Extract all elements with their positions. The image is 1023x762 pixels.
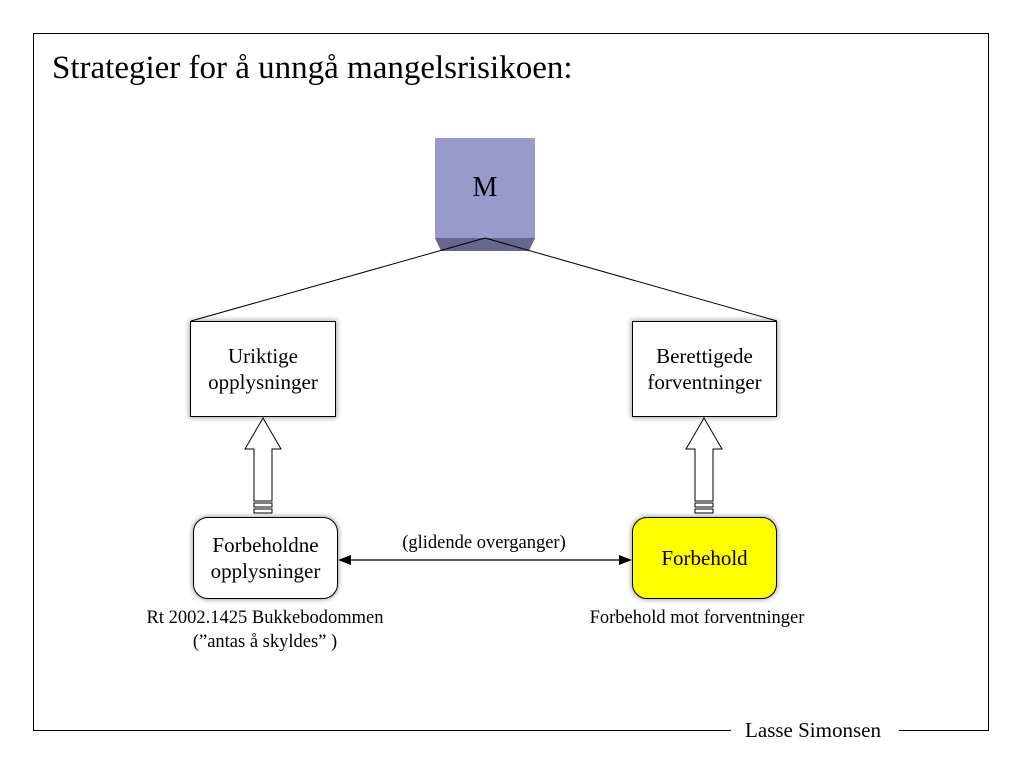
node-label: Forbehold: [661, 546, 748, 570]
hollow-arrow-left-body: [244, 417, 282, 502]
slide-frame: [33, 33, 989, 731]
node-label-line: opplysninger: [208, 370, 318, 394]
node-label-line: Berettigede: [656, 344, 753, 368]
connector-arrowhead-left: [338, 555, 351, 565]
link-m-to-berettigede: [484, 237, 778, 322]
caption-right: Forbehold mot forventninger: [589, 608, 805, 628]
node-label-line: Uriktige: [228, 344, 298, 368]
hollow-arrow-left: [244, 417, 282, 514]
caption-left-line: Rt 2002.1425 Bukkebodommen: [146, 608, 384, 628]
node-label-line: Forbeholdne: [212, 533, 319, 557]
uriktige-opplysninger-node: Uriktige opplysninger: [190, 321, 336, 417]
m-node-bevel: [435, 238, 535, 251]
hollow-arrow-right-stripe: [694, 508, 714, 514]
hollow-arrow-right: [685, 417, 723, 514]
hollow-arrow-left-stripe: [253, 502, 273, 508]
caption-left-line: (”antas å skyldes” ): [192, 632, 338, 652]
hollow-arrow-left-stripe: [253, 508, 273, 514]
slide-title: Strategier for å unngå mangelsrisikoen:: [52, 50, 573, 86]
hollow-arrow-right-stripe: [694, 502, 714, 508]
footer-author: Lasse Simonsen: [745, 718, 881, 742]
m-node-label: M: [472, 172, 498, 203]
connector-arrowhead-right: [619, 555, 632, 565]
caption-left: Rt 2002.1425 Bukkebodommen (”antas å sky…: [115, 606, 415, 654]
forbeholdne-opplysninger-node: Forbeholdne opplysninger: [193, 517, 338, 599]
node-label-line: opplysninger: [210, 559, 321, 583]
m-node-shape: [435, 138, 535, 251]
connector-double-arrow: [338, 555, 632, 565]
forbehold-node: Forbehold: [632, 517, 777, 599]
hollow-arrow-right-body: [685, 417, 723, 502]
berettigede-forventninger-node: Berettigede forventninger: [632, 321, 777, 417]
link-m-to-uriktige: [190, 237, 486, 322]
connector-label: (glidende overganger): [402, 533, 566, 553]
node-label-line: forventninger: [647, 370, 762, 394]
m-node-face: [435, 138, 535, 238]
